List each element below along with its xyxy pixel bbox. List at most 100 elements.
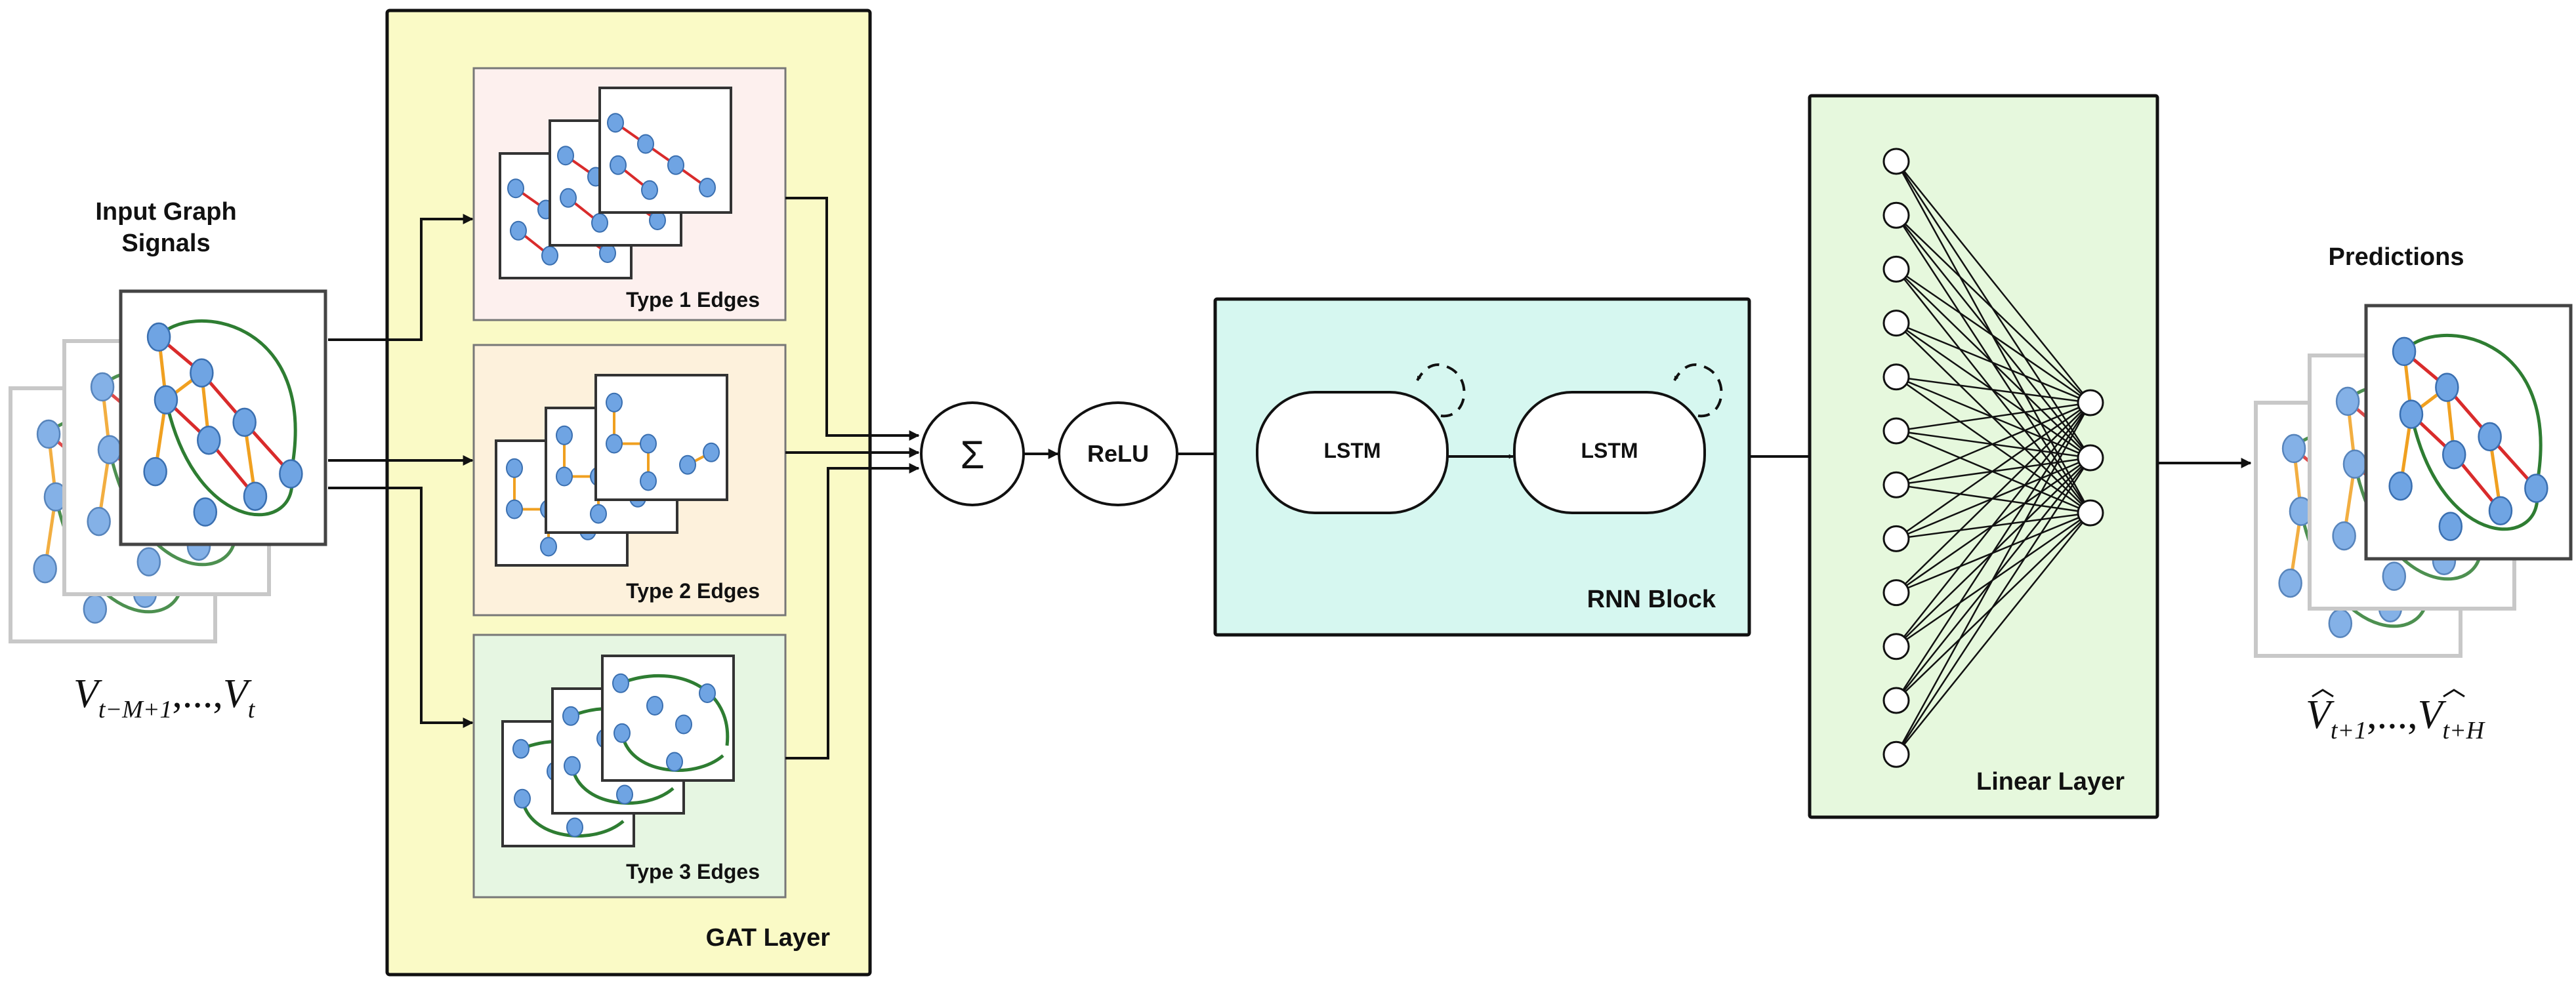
input-neuron	[1882, 363, 1910, 391]
graph-node	[616, 784, 633, 805]
graph-node	[703, 442, 720, 462]
lstm-cell-2-label: LSTM	[1581, 439, 1638, 462]
input-neuron	[1882, 633, 1910, 660]
graph-node	[87, 506, 111, 536]
graph-edge	[520, 798, 625, 838]
input-formula-sub1: t−M+1	[98, 696, 173, 723]
graph-node	[2524, 474, 2548, 503]
graph-node	[2328, 609, 2353, 638]
graph-node	[556, 466, 573, 487]
graph-node	[36, 419, 61, 449]
output-neuron	[2077, 389, 2104, 416]
graph-node	[566, 817, 583, 838]
graph-node	[607, 113, 624, 133]
rnn-block-box	[1213, 297, 1751, 637]
output-neuron	[2077, 444, 2104, 472]
graph-node	[564, 756, 581, 776]
graph-node	[2399, 399, 2424, 429]
input-neuron	[1882, 525, 1910, 552]
graph-edge	[620, 674, 730, 746]
graph-node	[610, 155, 627, 175]
graph-node	[154, 385, 178, 415]
linear-connection	[1896, 214, 2091, 403]
graph-node	[591, 212, 608, 233]
type3-edge-graphs	[501, 655, 735, 847]
graph-node	[512, 738, 530, 759]
lstm-cell-1	[1256, 391, 1449, 514]
type2-edges-label: Type 2 Edges	[626, 579, 760, 603]
input-neuron	[1882, 471, 1910, 498]
rnn-block-label: RNN Block	[1587, 586, 1716, 613]
linear-connection	[1896, 401, 2091, 432]
linear-connection	[1895, 402, 2092, 755]
graph-node	[606, 434, 623, 454]
linear-layer-connections	[1895, 161, 2092, 755]
linear-layer-neurons	[1882, 148, 2104, 768]
graph-node	[649, 211, 666, 230]
graph-node	[506, 458, 523, 478]
graph-node	[667, 155, 684, 175]
graph-edge	[157, 319, 297, 474]
input-neuron	[1882, 417, 1910, 445]
linear-connection	[1895, 457, 2092, 755]
graph-snapshot	[143, 319, 303, 527]
graph-node	[606, 392, 623, 413]
linear-connection	[1896, 268, 2091, 404]
linear-connection	[1896, 402, 2091, 647]
graph-node	[2342, 449, 2367, 479]
graph-node	[562, 706, 579, 726]
input-title-line1: Input Graph	[95, 198, 236, 226]
graph-node	[540, 536, 557, 557]
graph-node	[83, 594, 108, 624]
input-neuron	[1882, 579, 1910, 607]
graph-node	[190, 358, 214, 388]
graph-node	[590, 504, 607, 524]
gat-layer-label: GAT Layer	[706, 924, 831, 952]
input-neuron	[1882, 687, 1910, 714]
graph-node	[641, 180, 658, 200]
input-title-line2: Signals	[121, 230, 210, 257]
input-neuron	[1882, 201, 1910, 229]
output-formula-sub2: t+H	[2442, 717, 2485, 744]
graph-edge	[2409, 414, 2539, 531]
graph-edge	[2403, 334, 2543, 489]
linear-connection	[1896, 376, 2091, 404]
output-formula-sub1: t+1	[2331, 717, 2367, 744]
input-neuron	[1882, 310, 1910, 337]
graph-node	[143, 456, 167, 487]
graph-node	[640, 434, 657, 454]
graph-edge	[164, 399, 294, 517]
graph-node	[556, 425, 573, 445]
linear-layer-label: Linear Layer	[1976, 768, 2125, 796]
type1-edge-graphs	[499, 87, 732, 279]
graph-node	[2332, 521, 2356, 551]
output-formula-v2: V	[2418, 693, 2447, 737]
graph-node	[506, 499, 523, 519]
graph-node	[640, 471, 657, 491]
input-neuron	[1882, 740, 1910, 768]
graph-node	[507, 178, 524, 199]
gat-to-sum-connectors	[785, 197, 920, 759]
graph-node	[637, 134, 654, 154]
graph-snapshot	[2388, 334, 2548, 541]
output-formula-v: V	[2306, 693, 2335, 737]
graph-node	[243, 481, 268, 511]
graph-node	[2278, 568, 2302, 598]
graph-node	[146, 322, 171, 352]
graph-node	[2438, 512, 2463, 541]
linear-connection	[1896, 401, 2091, 486]
graph-node	[2392, 336, 2417, 367]
linear-connection	[1896, 161, 2091, 403]
output-formula-sep: ,...,	[2367, 693, 2418, 737]
input-formula-sep: ,...,	[172, 672, 223, 716]
input-neuron	[1882, 148, 1910, 175]
graph-node	[2388, 471, 2413, 501]
graph-node	[679, 455, 696, 475]
graph-node	[541, 245, 558, 266]
linear-connection	[1895, 402, 2092, 701]
relu-label: ReLU	[1087, 440, 1149, 467]
lstm-cell-1-label: LSTM	[1323, 439, 1381, 462]
graph-node	[2281, 434, 2306, 464]
graph-node	[646, 696, 663, 716]
graph-node	[514, 788, 531, 809]
